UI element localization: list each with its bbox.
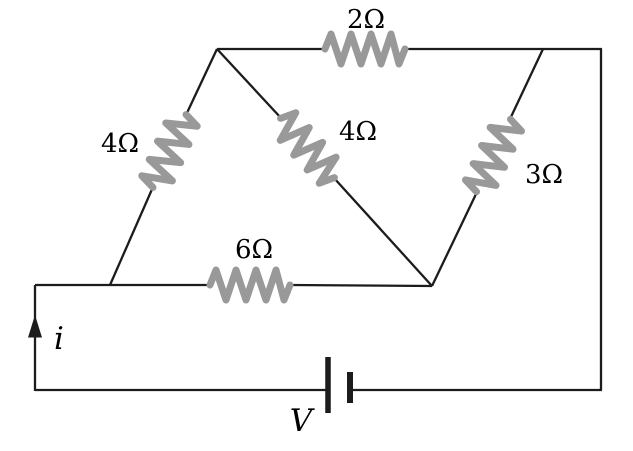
wire-diag-upperleft-bottom — [108, 186, 155, 286]
label-current-i: i — [54, 321, 64, 357]
resistor-4ohm-left-zigzag — [139, 108, 199, 193]
resistor-6ohm-zigzag — [210, 270, 290, 300]
label-resistor-4ohm-left: 4Ω — [101, 129, 139, 159]
wire-mid-right-of-6ohm — [289, 283, 433, 288]
label-resistor-2ohm: 2Ω — [347, 5, 385, 35]
wire-diag-middle-bottom — [333, 177, 433, 287]
wire-diag-right-bottom — [430, 191, 479, 287]
wire-diag-middle-top — [216, 48, 282, 119]
resistor-2ohm-zigzag — [325, 34, 405, 64]
resistor-3ohm-zigzag — [463, 113, 524, 198]
wire-diag-right-top — [508, 48, 545, 120]
label-voltage-v: V — [290, 403, 316, 439]
current-arrow-icon — [28, 315, 42, 338]
wire-diag-upperleft-top — [184, 48, 219, 116]
resistor-4ohm-middle-zigzag — [270, 108, 346, 187]
label-resistor-4ohm-middle: 4Ω — [339, 117, 377, 147]
label-resistor-6ohm: 6Ω — [235, 235, 273, 265]
label-resistor-3ohm: 3Ω — [525, 160, 563, 190]
